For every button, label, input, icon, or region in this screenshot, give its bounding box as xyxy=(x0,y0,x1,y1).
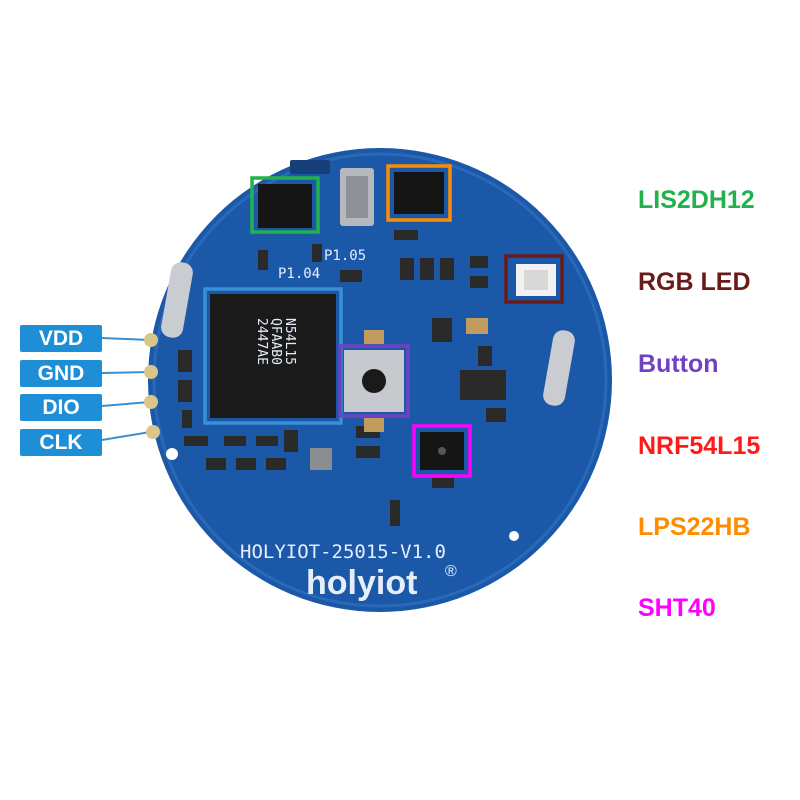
legend-rgb-led: RGB LED xyxy=(638,268,751,296)
button-highlight xyxy=(338,344,410,418)
brand-logo: holyiot xyxy=(306,564,417,602)
right-battery-pad xyxy=(543,330,575,406)
legend-lis2dh12: LIS2DH12 xyxy=(638,186,755,214)
chip-marking-line1: N54L15 xyxy=(282,318,297,365)
pin-label-gnd: GND xyxy=(20,360,102,387)
pin-label-vdd: VDD xyxy=(20,325,102,352)
passive-components xyxy=(178,160,506,526)
pin-label-clk: CLK xyxy=(20,429,102,456)
chip-marking-line3: 2447AE xyxy=(254,318,269,365)
sht40-highlight xyxy=(412,424,472,478)
lps22hb-highlight xyxy=(386,164,452,222)
pin-pads xyxy=(144,333,160,439)
pin-label-dio: DIO xyxy=(20,394,102,421)
nrf54l15-chip xyxy=(210,294,336,418)
chip-marking-line2: QFAAB0 xyxy=(268,318,283,365)
lis2dh12-highlight xyxy=(250,176,320,234)
lis2dh12-chip xyxy=(258,184,312,228)
legend-button: Button xyxy=(638,350,719,378)
silk-p104: P1.04 xyxy=(278,266,320,282)
rgb-led-highlight xyxy=(504,254,564,304)
legend-sht40: SHT40 xyxy=(638,594,716,622)
silk-p105: P1.05 xyxy=(324,248,366,264)
brand-registered-mark: ® xyxy=(445,563,457,580)
legend-lps22hb: LPS22HB xyxy=(638,513,751,541)
lps22hb-chip xyxy=(394,172,444,214)
pin-connector-lines xyxy=(101,337,151,441)
highlight-boxes xyxy=(203,164,564,478)
board-model-text: HOLYIOT-25015-V1.0 xyxy=(240,541,446,563)
legend-nrf54l15: NRF54L15 xyxy=(638,432,761,460)
left-battery-pad xyxy=(161,262,193,338)
